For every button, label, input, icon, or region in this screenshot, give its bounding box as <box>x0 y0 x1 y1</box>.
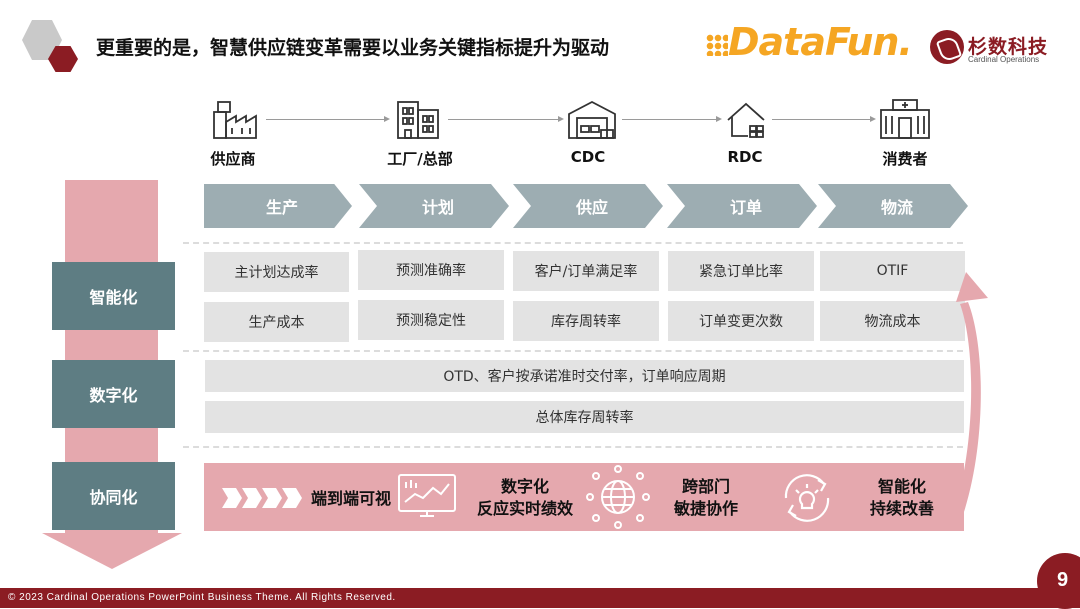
stage-logistics: 物流 <box>818 184 968 228</box>
chain-node-consumer: 消费者 <box>882 150 928 168</box>
footer-copyright: © 2023 Cardinal Operations PowerPoint Bu… <box>8 592 396 603</box>
outcome-digital-line1: 数字化 <box>500 477 549 496</box>
outcome-intelligent: 智能化 持续改善 <box>852 476 952 520</box>
outcome-crossdept: 跨部门 敏捷协作 <box>660 476 752 520</box>
page-number: 9 <box>1057 569 1069 591</box>
outcome-crossdept-line2: 敏捷协作 <box>673 499 738 518</box>
page-number-badge: 9 <box>1037 553 1080 609</box>
kpi-cell: 订单变更次数 <box>668 301 814 341</box>
kpi-cell: 客户/订单满足率 <box>513 251 659 291</box>
datafun-logo: DataFun. <box>706 18 918 68</box>
level-digital: 数字化 <box>52 360 175 428</box>
chevrons-right-icon <box>222 488 302 508</box>
outcome-intelligent-line1: 智能化 <box>877 477 926 496</box>
chain-node-rdc: RDC <box>727 148 763 166</box>
kpi-cell: 预测准确率 <box>358 250 504 290</box>
chain-arrow <box>622 116 722 122</box>
chain-arrow <box>772 116 876 122</box>
chain-node-cdc: CDC <box>570 148 606 166</box>
warehouse-icon <box>568 100 616 139</box>
datafun-dots-icon <box>706 34 728 56</box>
refresh-lightbulb-icon <box>784 474 830 522</box>
chain-arrow <box>448 116 564 122</box>
kpi-wide-row: 总体库存周转率 <box>205 401 964 433</box>
divider <box>183 446 963 448</box>
cardinal-name-en: Cardinal Operations <box>968 55 1040 64</box>
stage-production: 生产 <box>204 184 352 228</box>
outcome-visibility: 端到端可视 <box>310 489 391 508</box>
kpi-wide-row: OTD、客户按承诺准时交付率，订单响应周期 <box>205 360 964 392</box>
outcome-intelligent-line2: 持续改善 <box>869 499 934 518</box>
footer-bar <box>0 588 1080 608</box>
kpi-cell: 预测稳定性 <box>358 300 504 340</box>
chain-node-factory: 工厂/总部 <box>387 150 453 168</box>
stage-order: 订单 <box>667 184 817 228</box>
office-building-icon <box>397 101 439 139</box>
outcome-digital: 数字化 反应实时绩效 <box>468 476 582 520</box>
kpi-cell: 生产成本 <box>204 302 349 342</box>
divider <box>183 350 963 352</box>
divider <box>183 242 963 244</box>
cardinal-logo-icon <box>930 30 964 64</box>
store-building-icon <box>880 99 930 139</box>
outcomes-band <box>204 463 964 531</box>
kpi-cell: OTIF <box>820 251 965 291</box>
dashboard-monitor-icon <box>398 474 456 517</box>
chain-node-supplier: 供应商 <box>210 150 256 168</box>
kpi-cell: 主计划达成率 <box>204 252 349 292</box>
network-globe-icon <box>586 465 650 529</box>
down-arrow-head <box>42 533 182 569</box>
home-warehouse-icon <box>727 102 765 138</box>
stage-supply: 供应 <box>513 184 663 228</box>
level-collaborative: 协同化 <box>52 462 175 530</box>
cardinal-name-cn: 杉数科技 <box>968 36 1049 58</box>
stage-planning: 计划 <box>359 184 509 228</box>
level-intelligent: 智能化 <box>52 262 175 330</box>
kpi-cell: 物流成本 <box>820 301 965 341</box>
page-title: 更重要的是，智慧供应链变革需要以业务关键指标提升为驱动 <box>96 37 610 59</box>
upward-curved-arrow <box>952 272 988 518</box>
kpi-cell: 紧急订单比率 <box>668 251 814 291</box>
datafun-logo-text: DataFun. <box>728 20 913 64</box>
outcome-crossdept-line1: 跨部门 <box>681 477 730 496</box>
outcome-digital-line2: 反应实时绩效 <box>476 499 573 518</box>
chain-arrow <box>266 116 390 122</box>
kpi-cell: 库存周转率 <box>513 301 659 341</box>
factory-icon <box>213 101 257 139</box>
